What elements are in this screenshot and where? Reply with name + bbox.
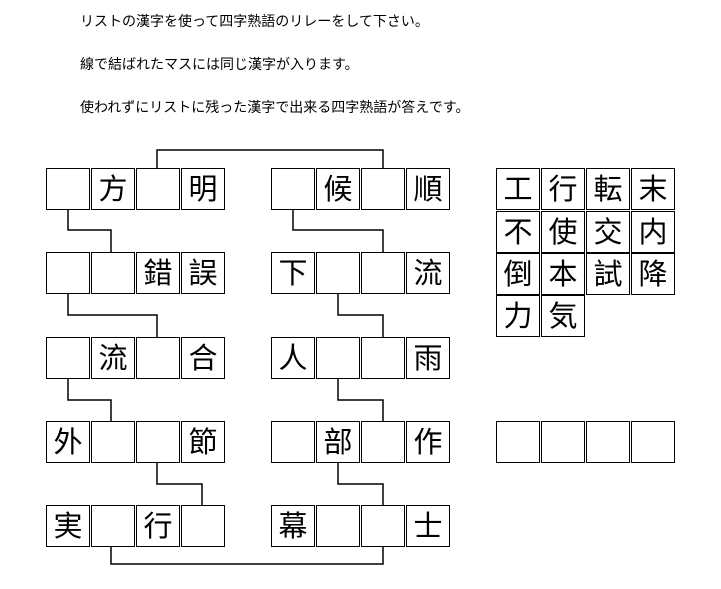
puzzle-cell[interactable] <box>46 168 90 210</box>
puzzle-cell: 合 <box>181 337 225 379</box>
instruction-line-1: リストの漢字を使って四字熟語のリレーをして下さい。 <box>80 14 429 30</box>
puzzle-cell: 節 <box>181 421 225 463</box>
puzzle-cell[interactable] <box>136 421 180 463</box>
puzzle-cell[interactable] <box>181 505 225 547</box>
kanji-list-cell: 倒 <box>496 253 540 295</box>
kanji-list-cell: 内 <box>631 211 675 253</box>
kanji-list-cell: 行 <box>541 168 585 210</box>
puzzle-cell: 実 <box>46 505 90 547</box>
puzzle-cell: 順 <box>406 168 450 210</box>
puzzle-cell[interactable] <box>316 252 360 294</box>
kanji-list-cell: 力 <box>496 295 540 337</box>
kanji-list-cell: 本 <box>541 253 585 295</box>
puzzle-cell[interactable] <box>136 337 180 379</box>
puzzle-cell[interactable] <box>271 421 315 463</box>
puzzle-cell: 明 <box>181 168 225 210</box>
puzzle-cell[interactable] <box>316 505 360 547</box>
answer-box[interactable] <box>586 421 630 463</box>
puzzle-cell[interactable] <box>46 337 90 379</box>
puzzle-cell: 雨 <box>406 337 450 379</box>
puzzle-cell[interactable] <box>91 505 135 547</box>
puzzle-cell: 行 <box>136 505 180 547</box>
puzzle-cell: 錯 <box>136 252 180 294</box>
kanji-list-cell: 気 <box>541 295 585 337</box>
puzzle-cell: 外 <box>46 421 90 463</box>
puzzle-cell[interactable] <box>271 168 315 210</box>
puzzle-cell[interactable] <box>136 168 180 210</box>
puzzle-cell: 士 <box>406 505 450 547</box>
puzzle-cell[interactable] <box>316 337 360 379</box>
puzzle-cell: 候 <box>316 168 360 210</box>
puzzle-cell[interactable] <box>46 252 90 294</box>
puzzle-cell: 流 <box>406 252 450 294</box>
puzzle-cell: 部 <box>316 421 360 463</box>
kanji-list-cell: 末 <box>631 168 675 210</box>
puzzle-cell[interactable] <box>91 252 135 294</box>
puzzle-cell[interactable] <box>361 337 405 379</box>
puzzle-cell: 方 <box>91 168 135 210</box>
puzzle-cell[interactable] <box>361 505 405 547</box>
puzzle-cell[interactable] <box>361 168 405 210</box>
kanji-list-cell: 試 <box>586 253 630 295</box>
instruction-line-2: 線で結ばれたマスには同じ漢字が入ります。 <box>80 57 359 73</box>
kanji-list-cell: 転 <box>586 168 630 210</box>
answer-box[interactable] <box>631 421 675 463</box>
kanji-list-cell: 工 <box>496 168 540 210</box>
puzzle-cell: 誤 <box>181 252 225 294</box>
kanji-list-cell: 使 <box>541 211 585 253</box>
answer-box[interactable] <box>496 421 540 463</box>
answer-box[interactable] <box>541 421 585 463</box>
puzzle-cell: 人 <box>271 337 315 379</box>
instruction-line-3: 使われずにリストに残った漢字で出来る四字熟語が答えです。 <box>80 100 470 116</box>
puzzle-cell[interactable] <box>361 421 405 463</box>
puzzle-cell: 流 <box>91 337 135 379</box>
kanji-list-cell: 不 <box>496 211 540 253</box>
puzzle-cell: 下 <box>271 252 315 294</box>
puzzle-cell: 幕 <box>271 505 315 547</box>
puzzle-cell[interactable] <box>91 421 135 463</box>
puzzle-cell: 作 <box>406 421 450 463</box>
puzzle-cell[interactable] <box>361 252 405 294</box>
kanji-list-cell: 降 <box>631 253 675 295</box>
kanji-list-cell: 交 <box>586 211 630 253</box>
